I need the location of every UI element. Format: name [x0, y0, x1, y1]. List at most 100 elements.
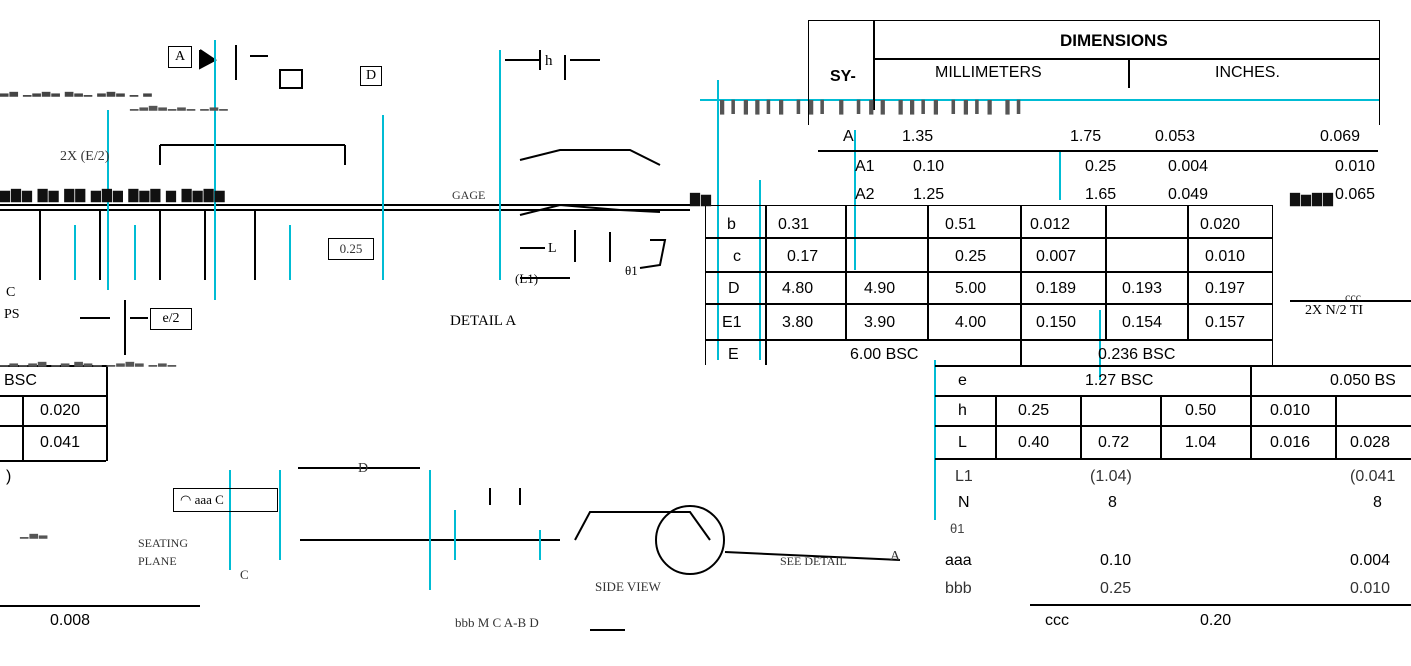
right-table-rule [935, 458, 1411, 460]
right-row-sym: θ1 [950, 521, 965, 536]
right-row-value: 0.004 [1350, 552, 1391, 569]
right-row-value: 0.50 [1185, 402, 1217, 419]
left-table-cell: BSC [4, 372, 37, 389]
right-table-col [1250, 365, 1252, 458]
right-table-rule [935, 425, 1411, 427]
grid-col [845, 205, 847, 340]
row-value: 0.065 [1335, 186, 1376, 203]
grid-col [1020, 205, 1022, 365]
right-row-sym: N [958, 494, 970, 511]
left-table-rule [0, 365, 106, 367]
right-row-value: 0.010 [1270, 402, 1311, 419]
right-row-value: 1.04 [1185, 434, 1217, 451]
right-table-rule [935, 395, 1411, 397]
artifact-strip: ▆▇▆ ▇▆ ▇▇ ▆▇▆ ▇▆▇ ▆ ▇▆▇▆ [0, 187, 226, 202]
right-row-value: (0.041 [1350, 468, 1396, 485]
half-width-label: 2X (E/2) [60, 149, 110, 164]
right-row-value: 0.25 [1018, 402, 1050, 419]
row-value: 0.010 [1205, 248, 1246, 265]
row-value: 0.236 BSC [1098, 346, 1176, 363]
artifact-strip: ▂▃ ▁▂▃▂ ▃▂▁ ▂▃▂ ▁ ▂ [0, 85, 153, 97]
artifact-strip: ▁▃▂ [20, 527, 49, 539]
right-row-sym: ccc [1045, 612, 1069, 629]
row-value: 1.65 [1085, 186, 1117, 203]
grid-col [1105, 205, 1107, 340]
artifact-strip: ▁▂▁▂▃ ▁▂ ▃▂▁ ▁▂▃▂ ▁▂▁ [0, 355, 178, 367]
left-table-rule [0, 395, 106, 397]
left-table-cell: 0.020 [40, 402, 81, 419]
row-sym: D [728, 280, 740, 297]
left-table-cell: ) [6, 468, 12, 485]
dimensions-table-frame [808, 20, 1380, 125]
row-value: 0.154 [1122, 314, 1163, 331]
right-row-value: 0.10 [1100, 552, 1132, 569]
right-row-value: 1.27 BSC [1085, 372, 1154, 389]
right-row-value: 0.40 [1018, 434, 1050, 451]
ps-label: PS [4, 307, 20, 322]
row-sym: A2 [855, 186, 875, 203]
grid-row [705, 339, 1273, 341]
row-sym: E1 [722, 314, 742, 331]
row-value: 1.25 [913, 186, 945, 203]
left-table-cell: 0.041 [40, 434, 81, 451]
body-length-label: D [358, 461, 369, 476]
side-view-label: SIDE VIEW [595, 579, 661, 594]
left-table-rule [0, 425, 106, 427]
right-table-rule [935, 365, 1411, 367]
tips-label: 2X N/2 TI [1305, 303, 1364, 318]
left-table-col [106, 365, 108, 461]
table-divider [1128, 58, 1130, 88]
gage-dim-frame: 0.25 [328, 238, 374, 260]
right-row-sym: aaa [945, 552, 972, 569]
lead-length-label: L [548, 241, 557, 256]
grid-row [705, 237, 1273, 239]
left-table-rule [0, 460, 106, 462]
datum-a-frame: A [168, 46, 192, 68]
gage-label: GAGE [452, 188, 486, 202]
millimeters-column-header: MILLIMETERS [935, 64, 1042, 81]
datum-d-frame: D [360, 66, 382, 86]
position-tolerance-frame: bbb M C A-B D [455, 615, 539, 630]
row-value: 0.020 [1200, 216, 1241, 233]
grid-col [765, 205, 767, 365]
row-value: 0.17 [787, 248, 819, 265]
left-table-bottom: 0.008 [50, 612, 91, 629]
theta1-label: θ1 [625, 263, 638, 278]
row-sym: A [843, 128, 854, 145]
artifact-strip: ▇▆▇▇ [1290, 191, 1334, 206]
grid-row [705, 271, 1273, 273]
row-value: 0.25 [1085, 158, 1117, 175]
artifact-strip: ▇▆ [690, 191, 712, 206]
row-sym: c [733, 248, 741, 265]
garbled-header-strip: ▌▍▌▌▍▌ ▍▌▍ ▌ ▍▌▌ ▌▌▍▌ ▍▌▍▌ ▌▍ [720, 100, 1030, 114]
half-pitch-frame: e/2 [150, 308, 192, 330]
row-value: 0.189 [1036, 280, 1077, 297]
artifact-strip: ▁▂▃▂▁▂▁ ▁▂▁ [130, 99, 229, 111]
row-value: 0.004 [1168, 158, 1209, 175]
row-sym: b [727, 216, 736, 233]
symbol-column-header: SY- [830, 68, 856, 85]
row-value: 4.90 [864, 280, 896, 297]
grid-row [705, 303, 1273, 305]
row-sym: E [728, 346, 739, 363]
tips-underline [1290, 300, 1411, 302]
gage-dim-value: 0.25 [339, 241, 363, 256]
right-row-value: 0.010 [1350, 580, 1391, 597]
row-value: 6.00 BSC [850, 346, 919, 363]
row-sym: A1 [855, 158, 875, 175]
flatness-frame: ◠ aaa C [173, 488, 278, 512]
right-row-value: 0.050 BS [1330, 372, 1396, 389]
plane-label: PLANE [138, 554, 177, 568]
row-value: 0.012 [1030, 216, 1071, 233]
dimensions-grid [705, 205, 1273, 365]
see-detail-label: SEE DETAIL [780, 554, 847, 568]
datum-a-label: A [174, 49, 186, 64]
right-row-value: 8 [1373, 494, 1382, 511]
grid-col [927, 205, 929, 340]
right-row-sym: e [958, 372, 967, 389]
right-table-col [1335, 395, 1337, 458]
table-rule [818, 150, 1378, 152]
dimensions-header: DIMENSIONS [1060, 31, 1168, 50]
row-value: 3.90 [864, 314, 896, 331]
